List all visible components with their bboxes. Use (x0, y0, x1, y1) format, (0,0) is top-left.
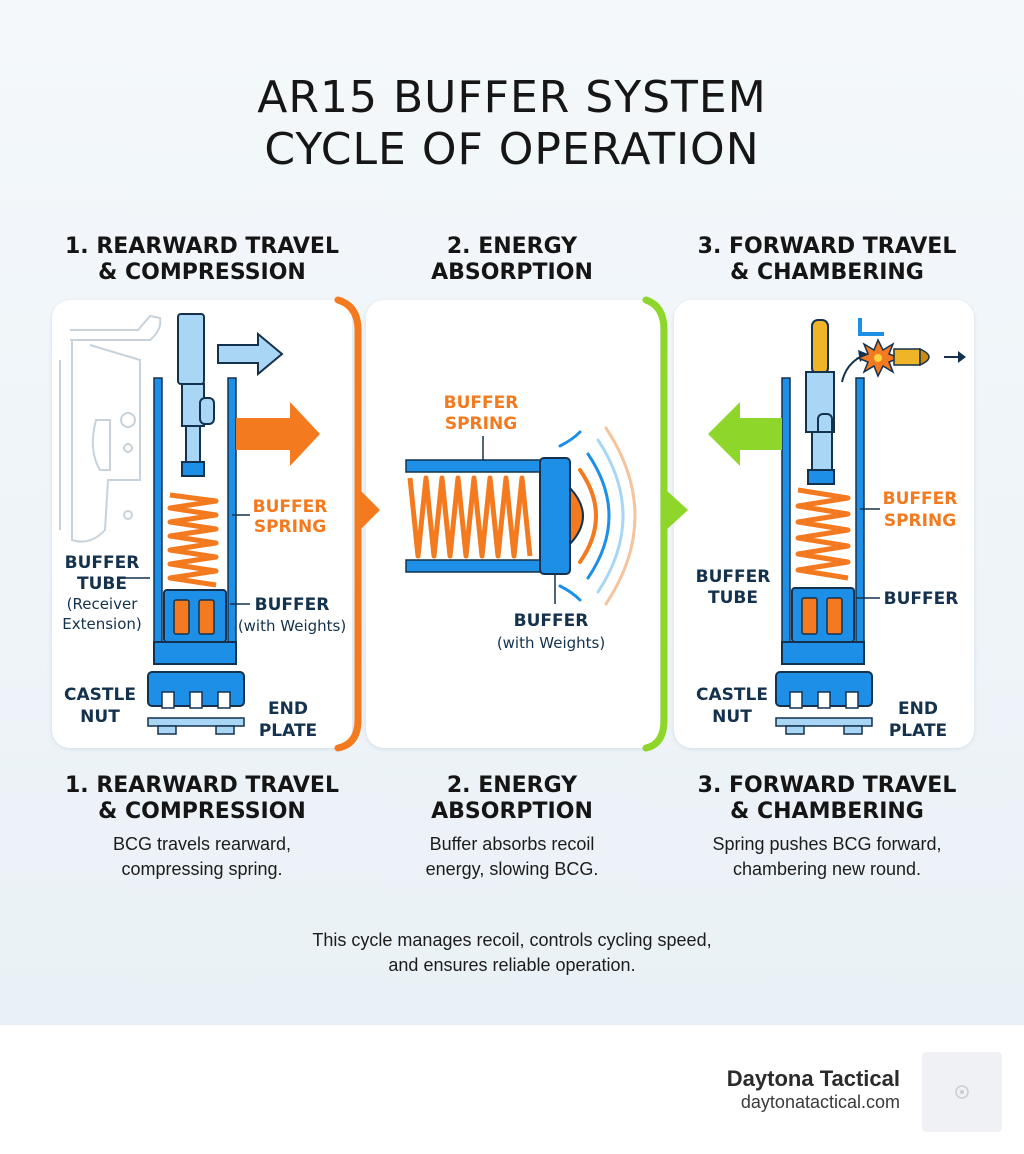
p3-tube-right-wall (855, 377, 865, 664)
forward-arrow-icon (708, 402, 782, 466)
energy-waves-icon (558, 426, 637, 606)
panel-3-drawing: BUFFER SPRING BUFFER TUBE BUFFER CASTLE … (696, 318, 966, 741)
brand-name: Daytona Tactical (726, 1066, 900, 1091)
page-title: AR15 BUFFER SYSTEM CYCLE OF OPERATION (0, 72, 1024, 176)
p1-buffer-label: BUFFER (255, 595, 330, 615)
p3-end-plate-label-2: PLATE (889, 721, 947, 741)
p2-buffer-spring (407, 475, 533, 559)
castle-nut (147, 671, 245, 709)
step-1-description: BCG travels rearward, compressing spring… (112, 834, 292, 879)
brand-logo (922, 1052, 1002, 1132)
panel-1-card (52, 300, 352, 748)
p1-receiver-ext-label-1: (Receiver (67, 595, 139, 613)
bullet-motion-arrow-icon (958, 351, 966, 363)
p3-tube-left-wall (781, 377, 791, 664)
rearward-arrow-small-icon (217, 331, 284, 377)
buffer-cycle-diagram: BUFFER SPRING BUFFER TUBE (Receiver Exte… (52, 296, 974, 752)
p3-buffer-tube-label-1: BUFFER (696, 567, 771, 587)
p2-buffer-spring-label-2: SPRING (445, 414, 517, 434)
p1-castle-nut-label-2: NUT (80, 707, 120, 727)
buffer-tube-right-wall (227, 377, 237, 664)
step-3-heading-bottom: 3. FORWARD TRAVEL & CHAMBERING (697, 773, 957, 824)
rearward-arrow-large-icon (236, 402, 320, 466)
p2-with-weights-label: (with Weights) (497, 634, 605, 652)
p3-castle-nut (775, 671, 873, 709)
p3-buffer-spring-label-2: SPRING (884, 511, 956, 531)
step-2-heading-top: 2. ENERGY ABSORPTION (431, 234, 593, 285)
cartridge-icon (811, 319, 829, 375)
step-1-heading-top: 1. REARWARD TRAVEL & COMPRESSION (65, 234, 339, 285)
step-2-heading-bottom: 2. ENERGY ABSORPTION (431, 773, 593, 824)
lower-receiver-outline (59, 314, 162, 543)
cycle-summary-note: This cycle manages recoil, controls cycl… (312, 930, 712, 975)
brand-url-link[interactable]: daytonatactical.com (740, 1092, 900, 1112)
chamber-bracket (858, 318, 884, 336)
brand-logo-icon (955, 1085, 969, 1099)
connector-arrow-2-icon (664, 488, 688, 532)
step-3-description: Spring pushes BCG forward, chambering ne… (712, 834, 942, 879)
buffer-tube-left-wall (153, 377, 163, 664)
connector-arrow-1-icon (358, 488, 380, 532)
p1-buffer-tube-label-1: BUFFER (65, 553, 140, 573)
title-line-2: CYCLE OF OPERATION (264, 124, 760, 175)
p3-castle-nut-label-2: NUT (712, 707, 752, 727)
step-2-description: Buffer absorbs recoil energy, slowing BC… (425, 834, 599, 879)
buffer-weight-2 (198, 599, 215, 635)
p2-tube-top-wall (405, 459, 547, 473)
p2-buffer-label: BUFFER (514, 611, 589, 631)
p1-castle-nut-label-1: CASTLE (64, 685, 136, 705)
bullet-icon (893, 347, 930, 367)
step-1-heading-bottom: 1. REARWARD TRAVEL & COMPRESSION (65, 773, 339, 824)
footer-bar (0, 1025, 1024, 1154)
p3-end-plate-label-1: END (898, 699, 938, 719)
p1-end-plate-label-1: END (268, 699, 308, 719)
p3-buffer-spring (795, 487, 851, 581)
p2-buffer-head (569, 485, 584, 547)
end-plate (147, 717, 245, 735)
p1-buffer-spring-label-2: SPRING (254, 517, 326, 537)
bolt-carrier-group (177, 313, 215, 477)
p3-buffer-weight-2 (826, 597, 843, 635)
p3-buffer-tube-label-2: TUBE (708, 588, 758, 608)
p1-buffer-tube-label-2: TUBE (77, 574, 127, 594)
p3-castle-nut-label-1: CASTLE (696, 685, 768, 705)
p2-buffer-block (539, 457, 571, 575)
step-3-heading-top: 3. FORWARD TRAVEL & CHAMBERING (697, 234, 957, 285)
p1-end-plate-label-2: PLATE (259, 721, 317, 741)
panel-1-drawing: BUFFER SPRING BUFFER TUBE (Receiver Exte… (59, 313, 346, 741)
p3-end-plate (775, 717, 873, 735)
tube-collar (153, 641, 237, 665)
panel-2-drawing: BUFFER SPRING BUFFER (with Weights) (405, 393, 637, 652)
p1-buffer-spring-label-1: BUFFER (253, 497, 328, 517)
p1-with-weights-label: (with Weights) (238, 617, 346, 635)
p3-tube-collar (781, 641, 865, 665)
p1-receiver-ext-label-2: Extension) (62, 615, 142, 633)
buffer-spring-compressed (167, 492, 219, 588)
p3-buffer-label: BUFFER (884, 589, 959, 609)
p3-buffer-spring-label-1: BUFFER (883, 489, 958, 509)
title-line-1: AR15 BUFFER SYSTEM (257, 72, 767, 123)
p3-bolt-carrier-group (805, 319, 835, 485)
p2-tube-bottom-wall (405, 559, 547, 573)
p3-buffer-weight-1 (801, 597, 818, 635)
p2-buffer-spring-label-1: BUFFER (444, 393, 519, 413)
buffer-weight-1 (173, 599, 190, 635)
